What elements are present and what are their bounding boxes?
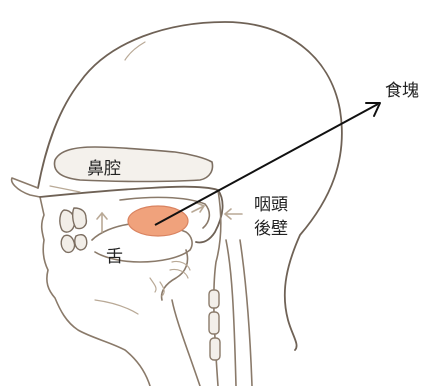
label-pharynx-line1: 咽頭 [254,195,288,215]
bolus-shape [128,206,188,236]
nasal-cavity-shape [54,147,212,182]
teeth [60,208,87,252]
label-tongue: 舌 [106,247,123,267]
arrow-pharynx-wall [225,209,242,219]
throat-front-2 [172,300,200,386]
label-nasal-cavity: 鼻腔 [87,159,121,179]
label-pharynx-line2: 後壁 [254,219,288,239]
arrow-tongue-up [97,213,107,232]
label-bolus: 食塊 [385,81,419,101]
